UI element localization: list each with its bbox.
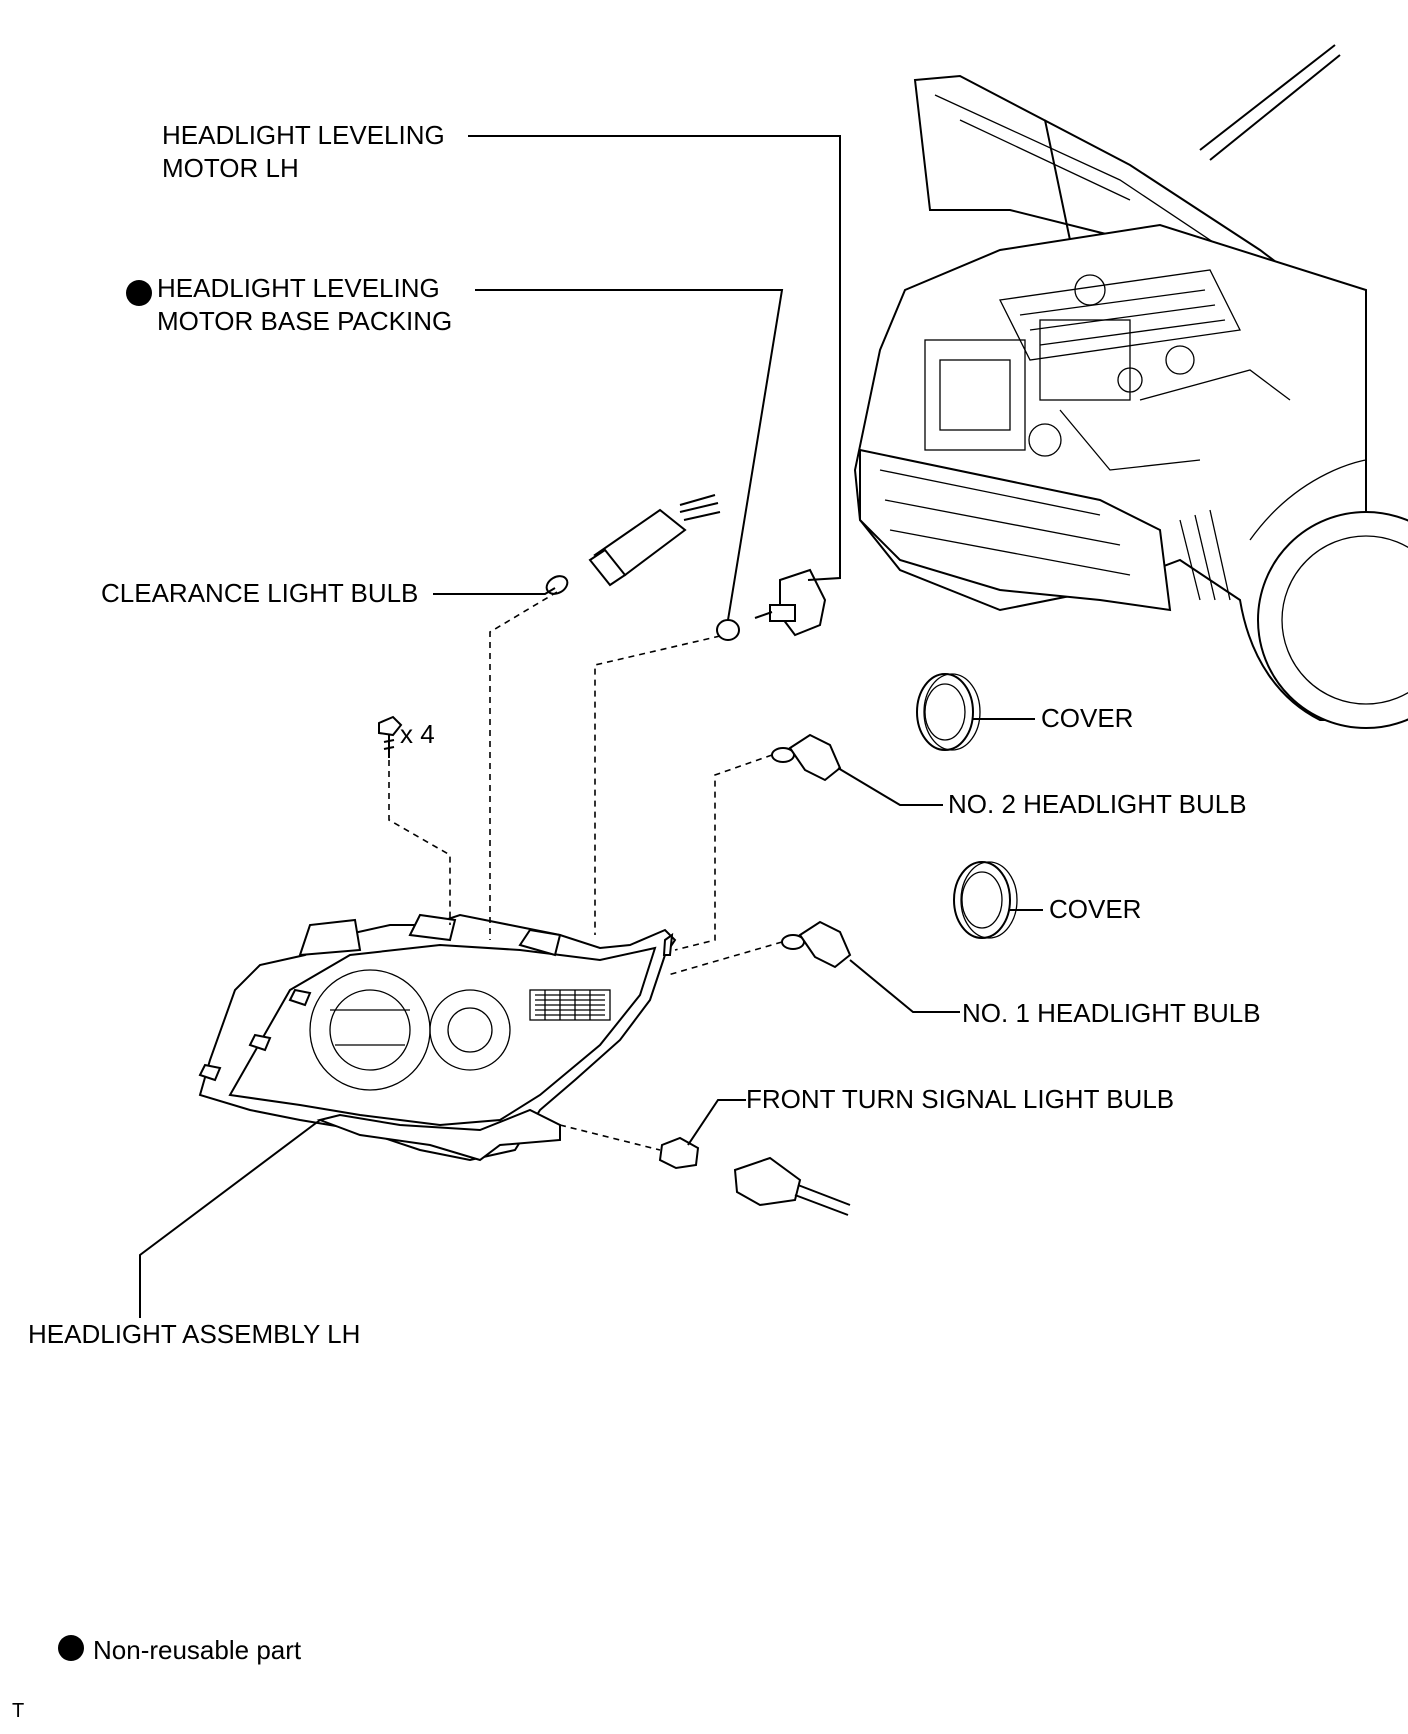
label-leveling-motor-line1: HEADLIGHT LEVELING — [162, 120, 445, 150]
label-cover-upper: COVER — [1041, 703, 1134, 733]
motor-base-packing-icon — [716, 619, 740, 641]
clearance-light-bulb-icon — [545, 575, 569, 595]
screw-icon — [378, 715, 403, 758]
leveling-motor-illustration — [754, 568, 827, 637]
label-front-turn-signal-bulb: FRONT TURN SIGNAL LIGHT BULB — [746, 1084, 1175, 1114]
label-screw-quantity: x 4 — [400, 719, 435, 749]
label-cover-lower: COVER — [1049, 894, 1142, 924]
cover-lower-icon — [953, 861, 1018, 939]
label-headlight-assembly: HEADLIGHT ASSEMBLY LH — [28, 1319, 361, 1349]
turn-signal-bulb-icon — [658, 1136, 700, 1170]
label-base-packing-line1: HEADLIGHT LEVELING — [157, 273, 440, 303]
label-clearance-light-bulb: CLEARANCE LIGHT BULB — [101, 578, 419, 608]
label-no2-headlight-bulb: NO. 2 HEADLIGHT BULB — [948, 789, 1247, 819]
headlight-assembly-illustration — [198, 913, 677, 1162]
sheet-id: T — [12, 1700, 25, 1722]
no2-headlight-bulb-icon — [771, 733, 842, 782]
cover-upper-icon — [916, 673, 981, 751]
clearance-bulb-socket-illustration — [588, 494, 721, 587]
no1-headlight-bulb-icon — [781, 920, 852, 969]
installation-paths — [388, 591, 783, 1151]
turn-signal-socket-illustration — [733, 1156, 851, 1216]
non-reusable-marker-icon — [126, 280, 152, 306]
leader-lines — [139, 135, 1043, 1318]
label-no1-headlight-bulb: NO. 1 HEADLIGHT BULB — [962, 998, 1261, 1028]
vehicle-front-illustration — [853, 44, 1408, 729]
label-base-packing-line2: MOTOR BASE PACKING — [157, 306, 453, 336]
label-leveling-motor-line2: MOTOR LH — [162, 153, 299, 183]
legend-non-reusable-icon — [58, 1635, 84, 1661]
legend-non-reusable-label: Non-reusable part — [93, 1635, 302, 1665]
